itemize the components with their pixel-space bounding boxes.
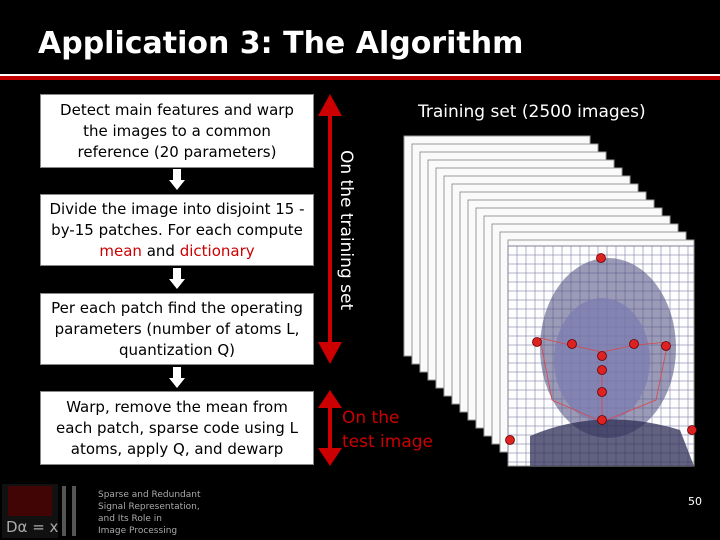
step-divide-patches: Divide the image into disjoint 15 -by-15…: [40, 194, 314, 266]
step-divide-prefix: Divide the image into disjoint 15 -by-15…: [49, 199, 305, 239]
training-set-double-arrow: [318, 94, 342, 364]
footer-line: and Its Role in: [98, 514, 162, 524]
title-underline: [0, 76, 720, 80]
landmark-point: [629, 339, 639, 349]
footer-line: Image Processing: [98, 526, 178, 536]
page-number: 50: [688, 495, 702, 508]
front-face-image: [505, 245, 697, 467]
landmark-point: [687, 425, 697, 435]
landmark-point: [532, 337, 542, 347]
logo-equation: Dα = x: [6, 518, 59, 536]
training-image-stack: [403, 135, 697, 467]
test-image-double-arrow: [318, 390, 342, 466]
footer-line: Signal Representation,: [98, 502, 200, 512]
step-warp-encode-text: Warp, remove the mean from each patch, s…: [56, 397, 298, 458]
step-detect-features: Detect main features and warp the images…: [40, 94, 314, 168]
dictionary-keyword: dictionary: [179, 241, 255, 260]
landmark-point: [567, 339, 577, 349]
step-detect-features-text: Detect main features and warp the images…: [60, 100, 294, 161]
slide-title: Application 3: The Algorithm: [38, 26, 524, 61]
step-warp-encode: Warp, remove the mean from each patch, s…: [40, 391, 314, 465]
on-test-image-label: On the test image: [342, 406, 433, 454]
footer-line: Sparse and Redundant: [98, 490, 201, 500]
training-set-label: Training set (2500 images): [418, 102, 646, 122]
arrow-down-2: [169, 268, 185, 289]
course-logo: Dα = x: [2, 484, 76, 538]
landmark-point: [661, 341, 671, 351]
step-operating-params: Per each patch find the operating parame…: [40, 293, 314, 365]
step-divide-and: and: [141, 241, 180, 260]
step-operating-params-text: Per each patch find the operating parame…: [51, 298, 303, 359]
landmark-point: [596, 253, 606, 263]
landmark-point: [597, 365, 607, 375]
landmark-point: [505, 435, 515, 445]
on-test-image-line1: On the: [342, 408, 400, 428]
landmark-point: [597, 387, 607, 397]
title-band: [0, 0, 720, 74]
on-test-image-line2: test image: [342, 432, 434, 452]
landmark-point: [597, 351, 607, 361]
arrow-down-3: [169, 367, 185, 388]
arrow-down-1: [169, 169, 185, 190]
mean-keyword: mean: [99, 241, 142, 260]
footer-course-title: Sparse and Redundant Signal Representati…: [98, 489, 201, 537]
landmark-point: [597, 415, 607, 425]
on-training-set-label: On the training set: [336, 150, 356, 311]
step-divide-patches-text: Divide the image into disjoint 15 -by-15…: [47, 199, 307, 262]
